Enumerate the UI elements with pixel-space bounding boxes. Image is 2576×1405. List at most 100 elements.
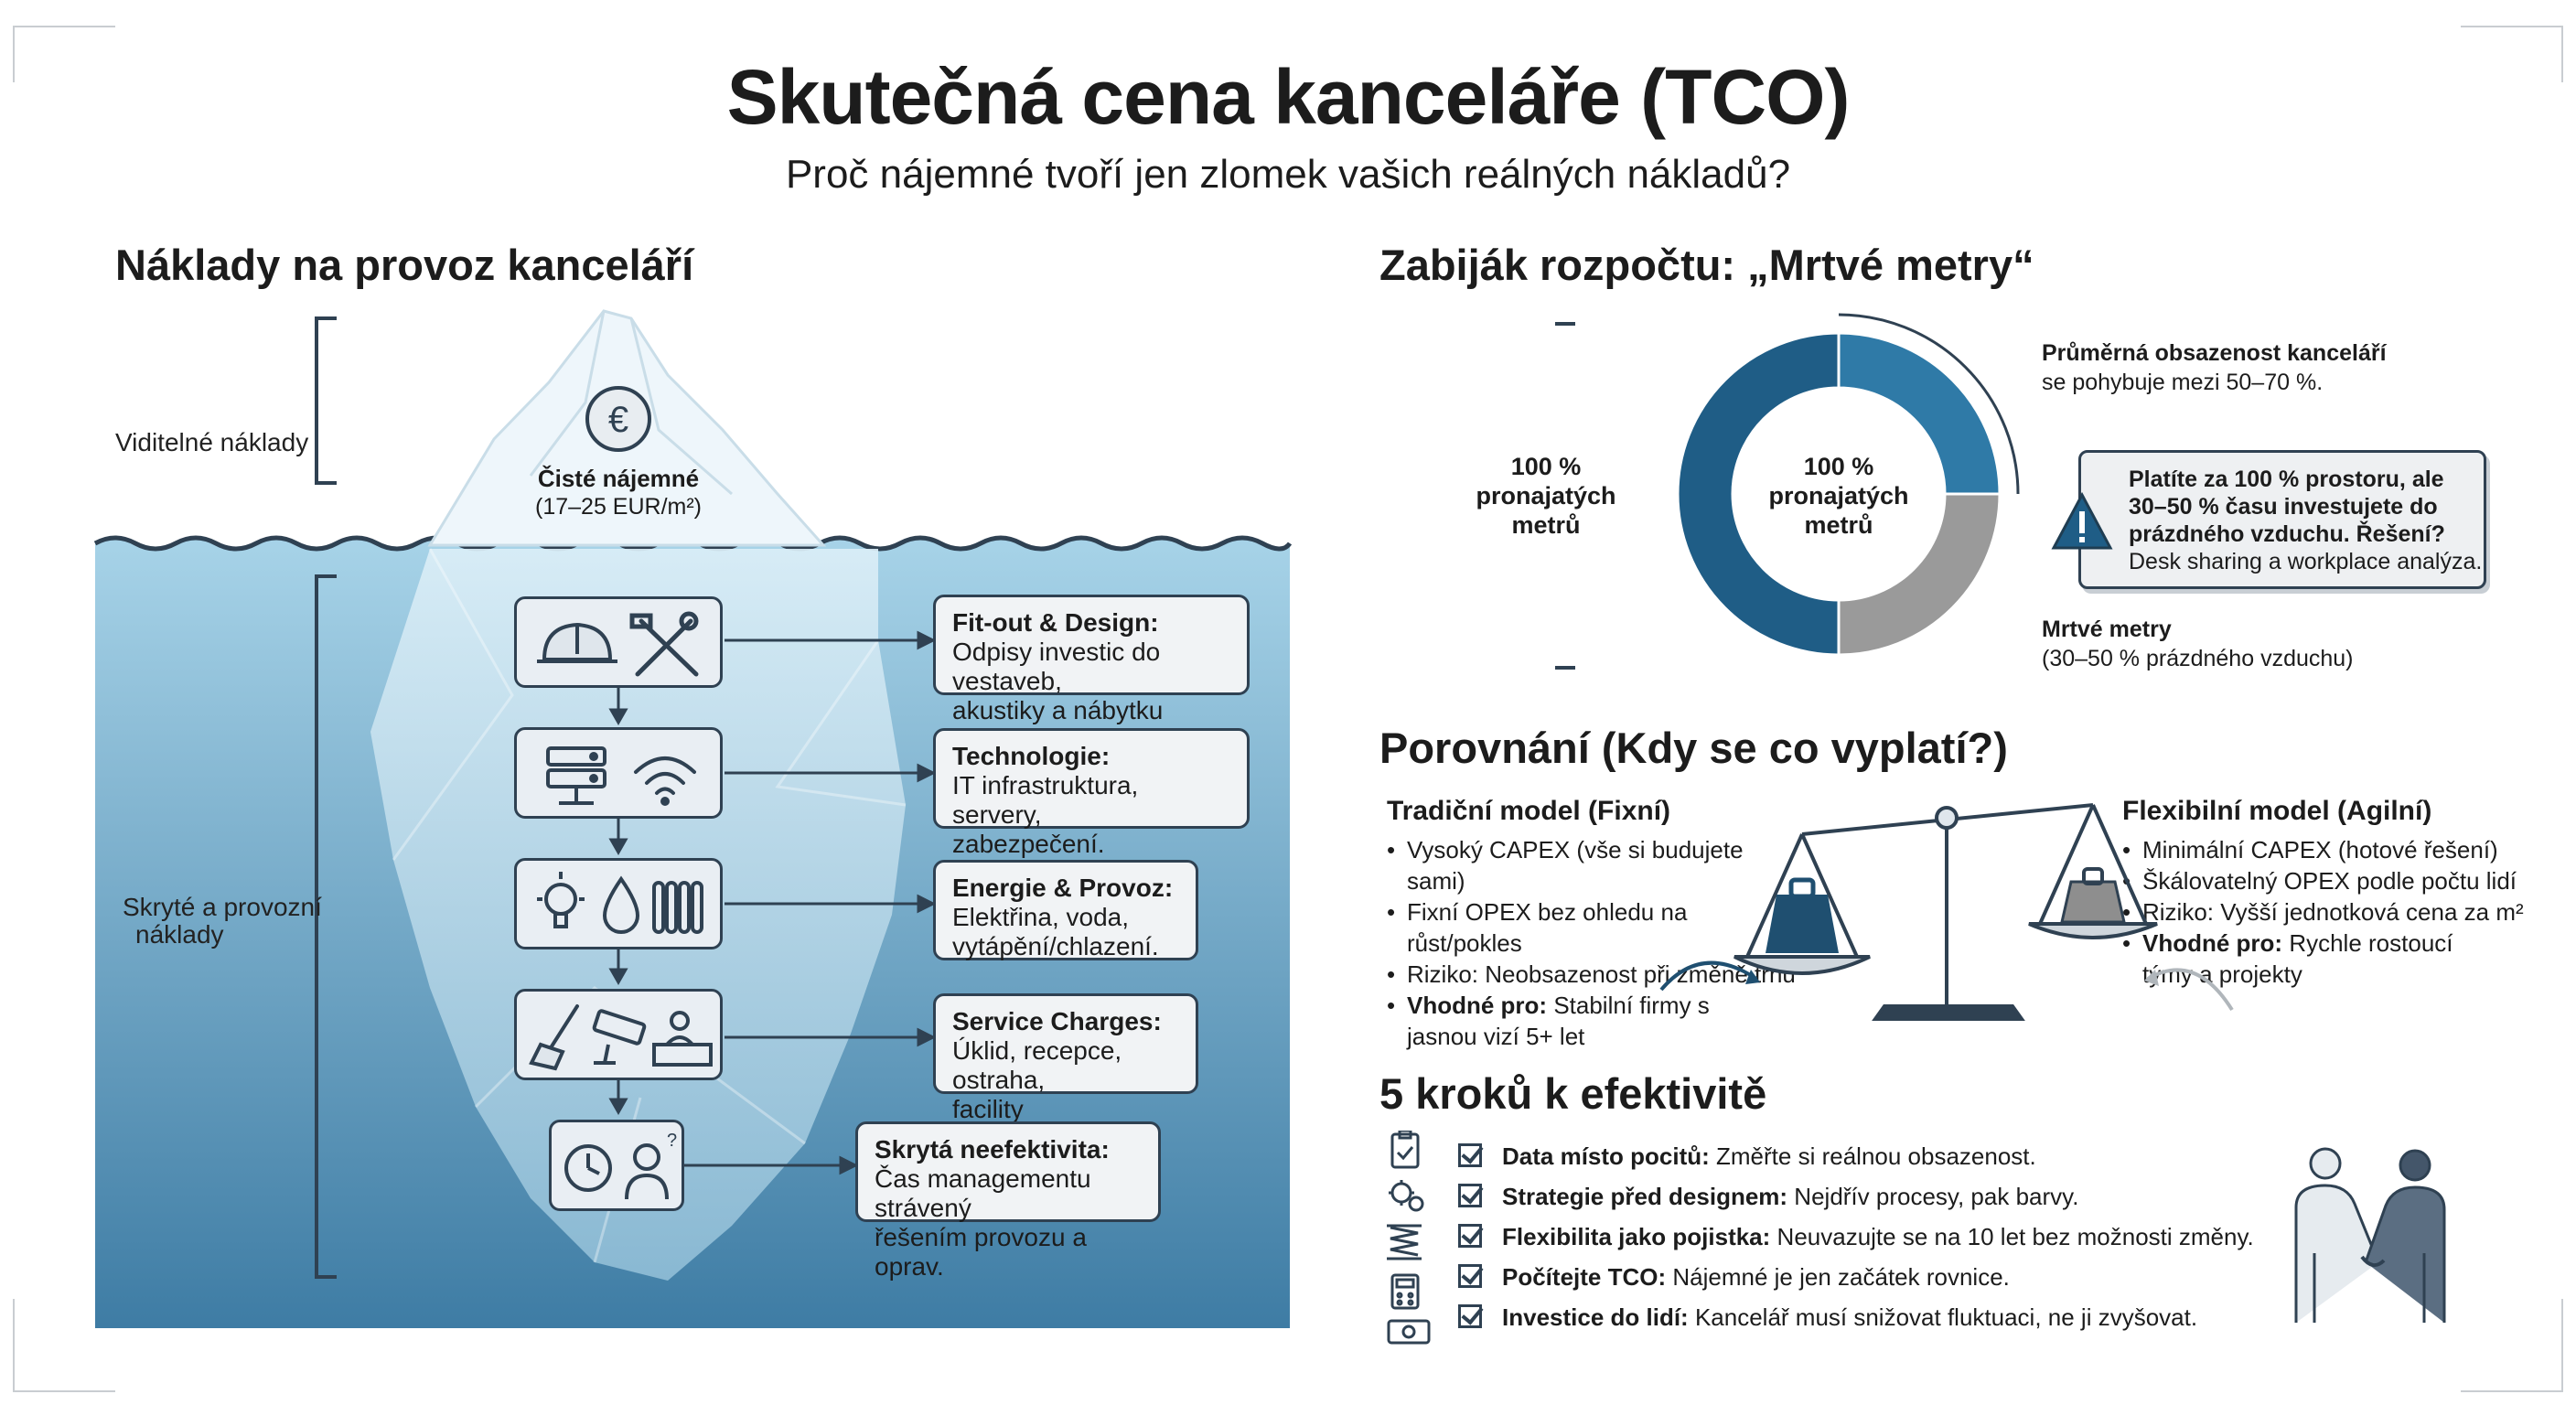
camera-icon [592, 1009, 647, 1065]
step-icons-column [1387, 1131, 1431, 1345]
wifi-icon [634, 756, 696, 806]
clipboard-icon [1390, 1131, 1420, 1169]
step-item-3: Flexibilita jako pojistka: Neuvazujte se… [1502, 1223, 2254, 1250]
donut-segment-used-highlight [1837, 331, 2002, 496]
server-icon [546, 746, 606, 805]
center-line1: 100 % [1803, 453, 1874, 480]
radiator-icon [652, 881, 703, 934]
list-item: Vhodné pro: Stabilní firmy s jasnou vizí… [1387, 990, 1773, 1052]
iceberg-heading: Náklady na provoz kanceláří [115, 241, 694, 289]
gears-icon [1389, 1180, 1424, 1212]
donut-center-label: 100 % pronajatých metrů [1747, 452, 1930, 540]
occupancy-donut [1555, 313, 2020, 670]
traditional-title: Tradiční model (Fixní) [1387, 796, 1671, 826]
cost-box-energy: Energie & Provoz: Elektřina, voda, vytáp… [933, 860, 1198, 960]
list-item: Vhodné pro: Rychle rostoucí týmy a proje… [2122, 928, 2508, 990]
helmet-icon [537, 622, 617, 663]
cost-text-line1: Čas managementu strávený [875, 1164, 1091, 1222]
step-item-5: Investice do lidí: Kancelář musí snižova… [1502, 1303, 2198, 1331]
cost-title: Service Charges: [952, 1007, 1162, 1035]
occupancy-note: Průměrná obsazenost kanceláří se pohybuj… [2042, 338, 2387, 397]
step-checkbox-2 [1458, 1184, 1482, 1207]
confused-manager-icon: ? [625, 1131, 677, 1200]
cost-title: Skrytá neefektivita: [875, 1135, 1110, 1164]
euro-icon [585, 386, 651, 452]
reception-desk-icon [652, 1011, 713, 1067]
visible-costs-label: Viditelné náklady [115, 428, 309, 456]
cost-text-line1: Elektřina, voda, [952, 903, 1129, 931]
rented-line2: pronajatých [1476, 482, 1616, 509]
step-checkbox-1 [1458, 1143, 1482, 1167]
warning-callout: Platíte za 100 % prostoru, ale 30–50 % č… [2051, 450, 2486, 589]
energy-icon-box [514, 858, 723, 949]
spring-icon [1387, 1224, 1422, 1260]
hidden-costs-label-line1: Skryté a provozní [123, 893, 322, 921]
page-subtitle: Proč nájemné tvoří jen zlomek vašich reá… [785, 152, 1791, 197]
heavy-weight-icon [1766, 877, 1839, 953]
service-icon-box [514, 989, 723, 1080]
frame-corner-top-left [13, 26, 115, 82]
rented-line1: 100 % [1510, 453, 1582, 480]
warning-line4: Desk sharing a workplace analýza. [2129, 549, 2483, 574]
cost-box-service: Service Charges: Úklid, recepce, ostraha… [933, 993, 1198, 1153]
cost-box-technology: Technologie: IT infrastruktura, servery,… [933, 728, 1250, 858]
cost-box-fitout: Fit-out & Design: Odpisy investic do ves… [933, 595, 1250, 754]
technology-icon-box [514, 727, 723, 819]
fitout-icon-box [514, 596, 723, 688]
list-item: Riziko: Vyšší jednotková cena za m² [2122, 896, 2552, 928]
lightbulb-icon [537, 872, 585, 928]
comparison-heading: Porovnání (Kdy se co vyplatí?) [1379, 724, 2008, 772]
balance-scale-icon [1659, 803, 2234, 1021]
frame-corner-bottom-left [13, 1299, 115, 1392]
rented-meters-side-label: 100 % pronajatých metrů [1454, 452, 1637, 540]
occupancy-title: Průměrná obsazenost kanceláří [2042, 340, 2387, 366]
handshake-illustration [2294, 1147, 2446, 1323]
list-item: Vysoký CAPEX (vše si budujete sami) [1387, 834, 1808, 896]
broom-icon [529, 1004, 579, 1071]
step-item-2: Strategie před designem: Nejdřív procesy… [1502, 1183, 2079, 1210]
clock-icon [564, 1144, 612, 1192]
dead-meters-title: Mrtvé metry [2042, 617, 2172, 642]
budget-heading: Zabiják rozpočtu: „Mrtvé metry“ [1379, 241, 2034, 289]
svg-text:?: ? [667, 1131, 677, 1151]
list-item: Fixní OPEX bez ohledu na růst/pokles [1387, 896, 1808, 959]
cost-title: Technologie: [952, 742, 1111, 770]
dead-meters-note: Mrtvé metry (30–50 % prázdného vzduchu) [2042, 615, 2354, 673]
dead-meters-text: (30–50 % prázdného vzduchu) [2042, 646, 2354, 671]
step-checkbox-4 [1458, 1264, 1482, 1288]
step-checkbox-5 [1458, 1304, 1482, 1328]
list-item: Minimální CAPEX (hotové řešení) [2122, 834, 2552, 865]
cost-title: Energie & Provoz: [952, 874, 1174, 902]
page-title: Skutečná cena kanceláře (TCO) [726, 54, 1851, 140]
occupancy-text: se pohybuje mezi 50–70 %. [2042, 370, 2324, 395]
tools-icon [629, 611, 699, 677]
frame-corner-bottom-right [2461, 1299, 2563, 1392]
steps-heading: 5 kroků k efektivitě [1379, 1069, 1767, 1118]
warning-line3: prázdného vzduchu. Řešení? [2129, 521, 2445, 547]
warning-line1: Platíte za 100 % prostoru, ale [2129, 467, 2444, 492]
warning-icon [2051, 491, 2113, 550]
center-line3: metrů [1804, 511, 1873, 539]
warning-line2: 30–50 % času investujete do [2129, 494, 2438, 520]
traditional-model: Tradiční model (Fixní) Vysoký CAPEX (vše… [1387, 796, 1808, 1052]
light-weight-icon [2060, 867, 2126, 924]
cost-text-line1: Úklid, recepce, ostraha, [952, 1036, 1122, 1094]
frame-corner-top-right [2461, 26, 2563, 82]
donut-segment-dead [1837, 492, 2002, 657]
donut-segment-used [1676, 331, 1841, 657]
hidden-costs-label-line2: náklady [135, 920, 224, 949]
money-icon [1387, 1319, 1431, 1345]
cost-text-line2: vytápění/chlazení. [952, 932, 1159, 960]
cost-text-line2: řešením provozu a oprav. [875, 1223, 1087, 1281]
rent-title: Čisté nájemné [537, 465, 700, 492]
cost-box-inefficiency: Skrytá neefektivita: Čas managementu str… [855, 1121, 1161, 1281]
cost-text-line2: zabezpečení. [952, 830, 1105, 858]
step-item-1: Data místo pocitů: Změřte si reálnou obs… [1502, 1142, 2036, 1170]
rent-value: (17–25 EUR/m²) [535, 494, 702, 520]
cost-text-line1: Odpisy investic do vestaveb, [952, 638, 1161, 695]
flexible-title: Flexibilní model (Agilní) [2122, 796, 2432, 826]
step-checkbox-3 [1458, 1224, 1482, 1248]
calculator-icon [1390, 1273, 1420, 1310]
flexible-model: Flexibilní model (Agilní) Minimální CAPE… [2122, 796, 2552, 990]
